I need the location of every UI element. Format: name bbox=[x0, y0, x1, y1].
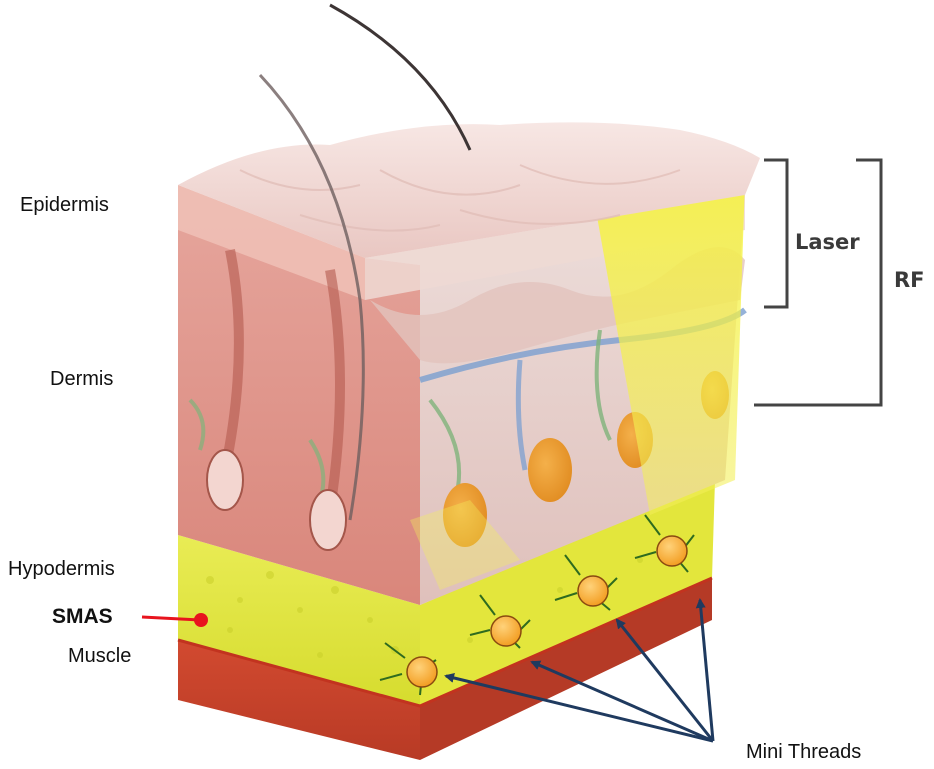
laser-label: Laser bbox=[795, 230, 860, 254]
smas-pointer-dot bbox=[194, 613, 208, 627]
hypodermis-label: Hypodermis bbox=[8, 558, 115, 581]
muscle-label: Muscle bbox=[68, 645, 131, 668]
rf-label: RF bbox=[894, 268, 925, 292]
rf-bracket bbox=[754, 160, 881, 405]
dermis-label: Dermis bbox=[50, 368, 113, 391]
laser-bracket bbox=[764, 160, 787, 307]
epidermis-label: Epidermis bbox=[20, 194, 109, 217]
smas-label: SMAS bbox=[52, 605, 113, 629]
mini-threads-label: Mini Threads bbox=[746, 741, 861, 764]
